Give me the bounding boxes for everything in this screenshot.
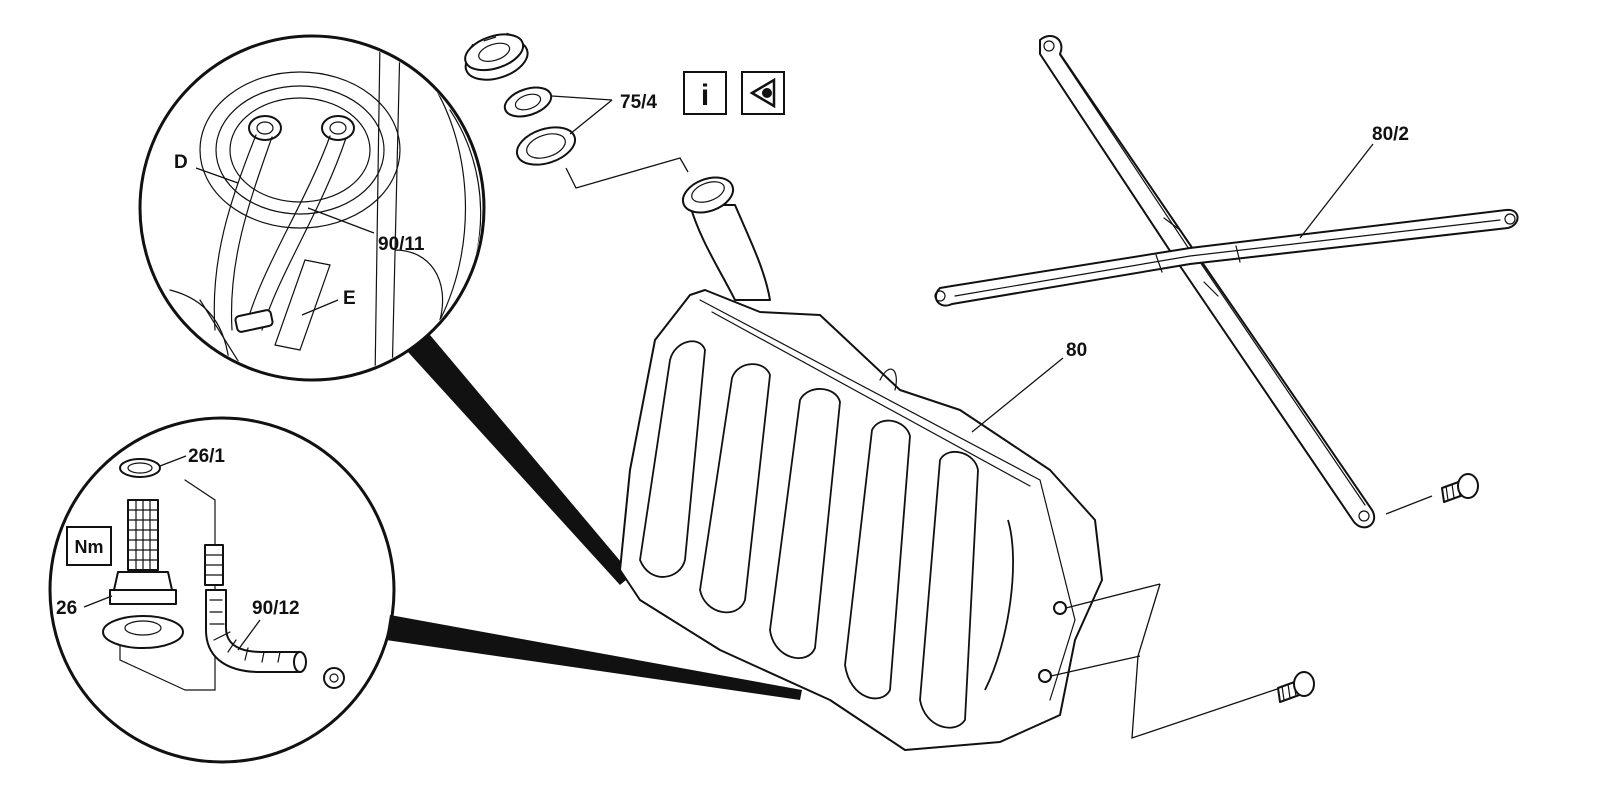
- callout-e: E: [343, 288, 356, 309]
- callout-75-4: 75/4: [620, 92, 657, 113]
- seal-ring-small: [503, 86, 553, 118]
- filler-cap-assembly: 75/4 i: [464, 32, 785, 189]
- callout-90-12: 90/12: [252, 598, 300, 619]
- info-symbol-label: i: [701, 79, 709, 112]
- callout-90-11: 90/11: [378, 234, 425, 255]
- cross-strap: 80/2: [934, 35, 1519, 529]
- fuel-tank: 80: [619, 176, 1281, 751]
- callout-80-2: 80/2: [1372, 124, 1409, 145]
- mounting-bolt-lower: [1277, 671, 1315, 703]
- seal-ring-large: [515, 126, 577, 166]
- torque-symbol-icon: [66, 526, 112, 566]
- lower-detail-view: Nm 26/1 26 90/12: [48, 416, 802, 764]
- callout-26: 26: [56, 598, 77, 619]
- torque-symbol-label: Nm: [74, 537, 103, 557]
- callout-80: 80: [1066, 340, 1087, 361]
- callout-d: D: [174, 152, 188, 173]
- callout-26-1: 26/1: [188, 446, 225, 467]
- upper-detail-view: D 90/11 E: [138, 34, 632, 585]
- info-icon: [683, 71, 727, 115]
- mounting-bolt-upper: [1385, 473, 1479, 515]
